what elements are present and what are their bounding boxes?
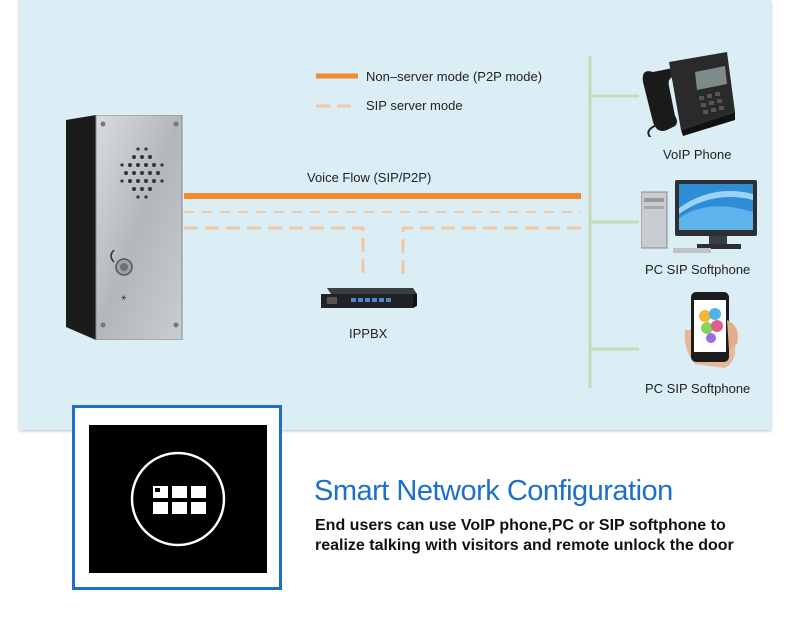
svg-text:⚹: ⚹: [121, 293, 127, 303]
legend-sip-label: SIP server mode: [366, 98, 463, 113]
feature-description: End users can use VoIP phone,PC or SIP s…: [315, 516, 775, 556]
pc-softphone-label: PC SIP Softphone: [645, 262, 751, 277]
smartphone-icon: [683, 290, 743, 373]
desk-phone-icon: [639, 52, 739, 142]
feature-description-line-2: realize talking with visitors and remote…: [315, 537, 734, 554]
intercom-device-icon: ⚹: [66, 114, 186, 345]
desktop-computer-icon: [640, 178, 759, 259]
voip-phone-label: VoIP Phone: [663, 147, 732, 162]
mobile-softphone-label: PC SIP Softphone: [645, 381, 751, 396]
feature-icon-frame: [72, 405, 282, 590]
ippbx-device-icon: [321, 286, 417, 315]
grid-modules-icon: [130, 451, 226, 547]
sip-line-ippbx-to-endpoints: [401, 226, 581, 274]
feature-description-line-1: End users can use VoIP phone,PC or SIP s…: [315, 517, 726, 534]
network-diagram-panel: Non–server mode (P2P mode) SIP server mo…: [19, 0, 771, 430]
ippbx-label: IPPBX: [349, 326, 388, 341]
diagram-lines: [184, 56, 639, 388]
voice-flow-label: Voice Flow (SIP/P2P): [307, 170, 432, 185]
sip-line-intercom-to-ippbx: [184, 226, 365, 274]
feature-title: Smart Network Configuration: [314, 475, 673, 507]
legend-p2p-label: Non–server mode (P2P mode): [366, 69, 543, 84]
feature-icon-tile: [89, 425, 267, 573]
